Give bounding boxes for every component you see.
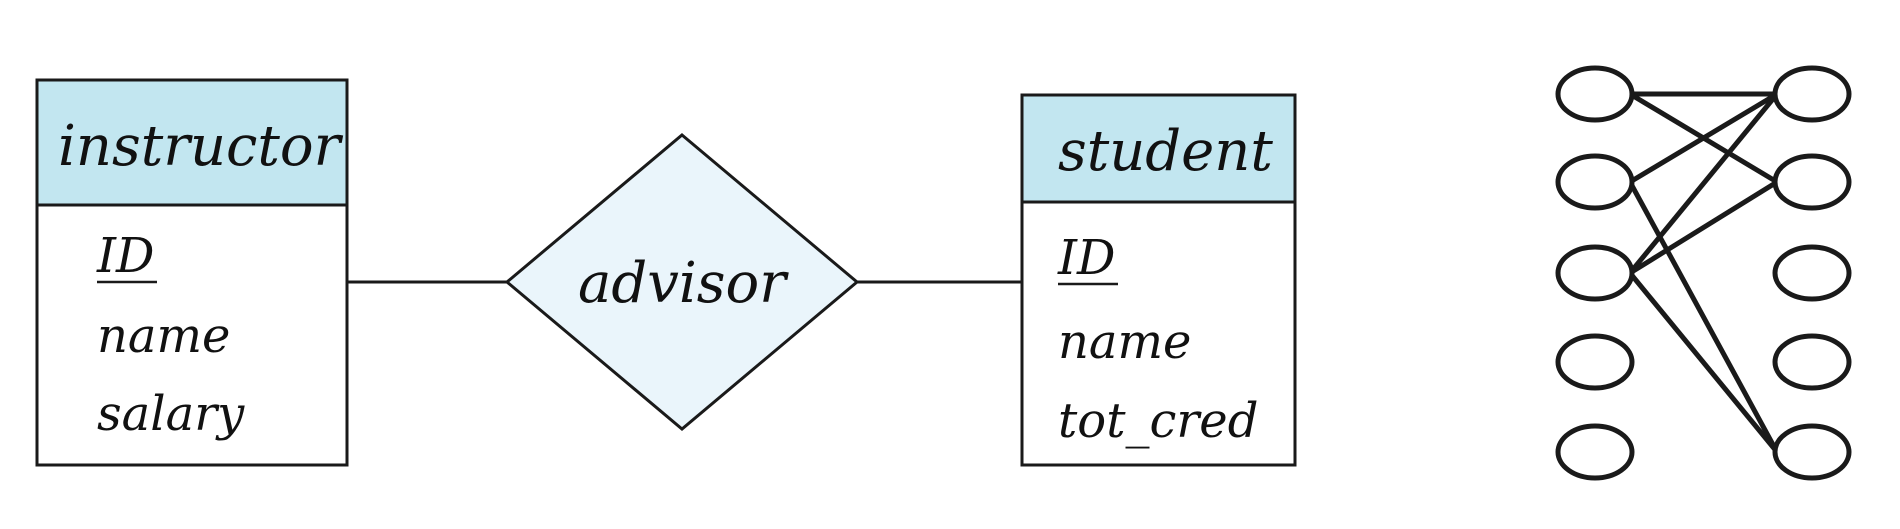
- entity-student: student ID name tot_cred: [1020, 93, 1297, 467]
- mapping-node-right: [1772, 423, 1852, 481]
- entity-student-body: [1020, 200, 1297, 467]
- entity-instructor-body: [35, 203, 349, 467]
- entity-instructor: instructor ID name salary: [35, 78, 349, 467]
- student-attr-name: name: [1058, 314, 1191, 370]
- mapping-node-left: [1555, 423, 1635, 481]
- relationship-advisor-diamond: [504, 133, 860, 431]
- relationship-advisor: advisor: [504, 133, 860, 431]
- instructor-attr-name: name: [97, 308, 230, 364]
- entity-instructor-title: instructor: [58, 114, 344, 179]
- mapping-edge: [1628, 179, 1779, 276]
- mapping-node-right: [1772, 244, 1852, 302]
- mapping-node-left: [1555, 333, 1635, 391]
- instructor-attr-salary: salary: [97, 386, 245, 442]
- mapping-edge: [1628, 91, 1779, 185]
- mapping-node-right: [1772, 65, 1852, 123]
- mapping-node-right: [1772, 153, 1852, 211]
- mapping-node-right: [1772, 333, 1852, 391]
- entity-student-title: student: [1058, 119, 1273, 184]
- relationship-advisor-label: advisor: [578, 251, 789, 316]
- entity-instructor-header: [35, 78, 349, 207]
- mapping-node-left: [1555, 65, 1635, 123]
- instructor-attr-id: ID: [96, 228, 154, 284]
- mapping-edge: [1628, 92, 1779, 275]
- entity-student-header: [1020, 93, 1297, 204]
- student-attr-totcred: tot_cred: [1058, 393, 1258, 449]
- student-attr-id: ID: [1057, 230, 1115, 286]
- mapping-node-left: [1555, 153, 1635, 211]
- mapping-edge: [1627, 180, 1780, 454]
- mapping-edge: [1628, 271, 1779, 454]
- mapping-node-left: [1555, 244, 1635, 302]
- mapping-graph: [1555, 65, 1852, 481]
